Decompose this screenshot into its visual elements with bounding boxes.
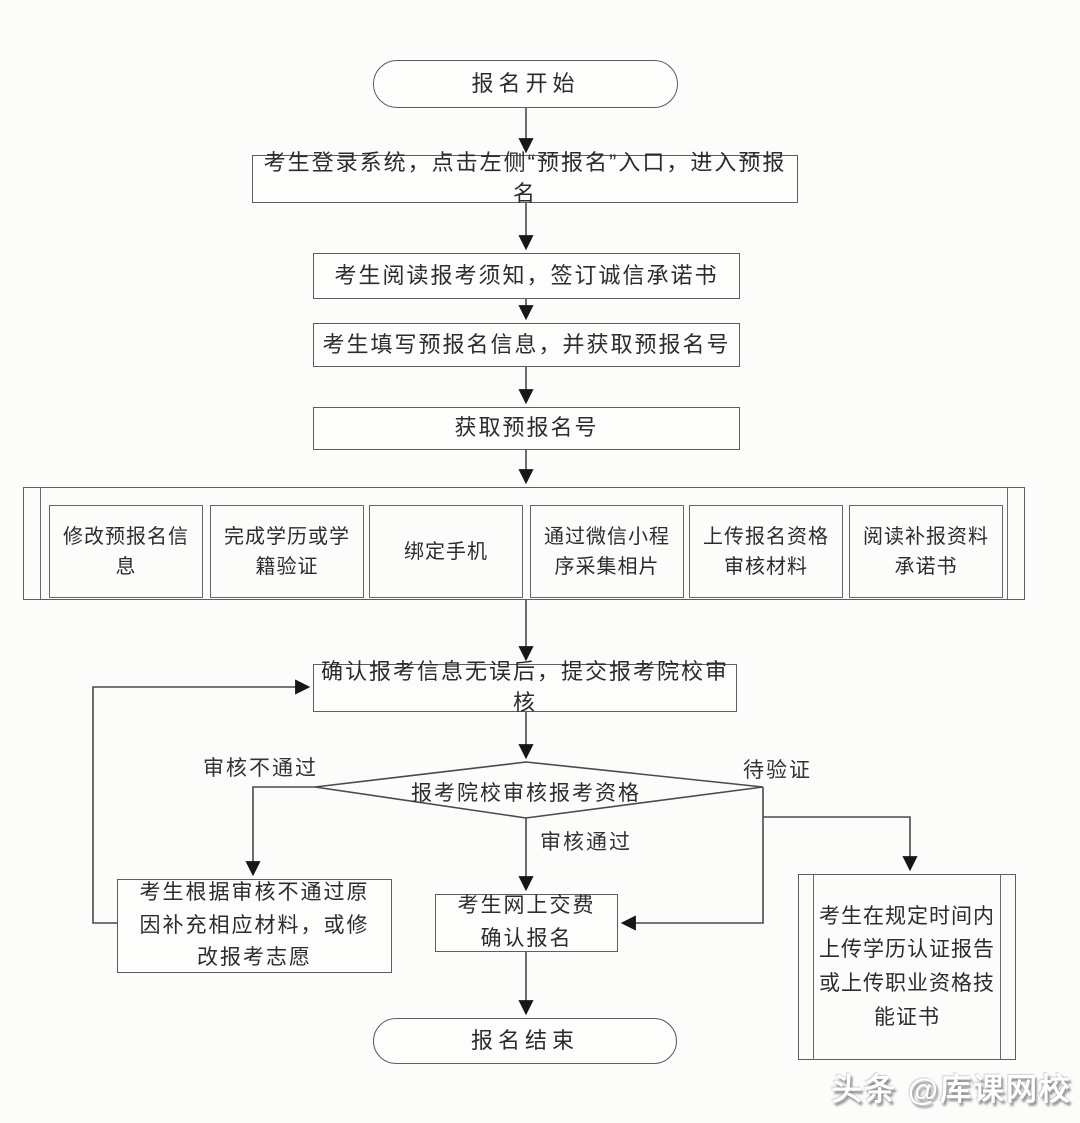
pending-branch-label: 待验证 bbox=[743, 759, 812, 782]
fail-fix-node: 考生根据审核不通过原因补充相应材料，或修改报考志愿 bbox=[117, 879, 392, 973]
pay-confirm-node: 考生网上交费 确认报名 bbox=[435, 894, 618, 952]
start-node: 报名开始 bbox=[373, 60, 678, 108]
upload-right-bar bbox=[1000, 875, 1001, 1059]
prereg-number-node: 获取预报名号 bbox=[313, 407, 740, 450]
watermark: 头条 @库课网校 bbox=[831, 1072, 1072, 1107]
notice-step-node: 考生阅读报考须知，签订诚信承诺书 bbox=[313, 253, 740, 299]
fail-branch-label: 审核不通过 bbox=[203, 757, 318, 780]
step-item-wechat-photo: 通过微信小程序采集相片 bbox=[530, 505, 684, 598]
edge-decision-pay-right bbox=[620, 787, 764, 931]
upload-cert-node: 考生在规定时间内上传学历认证报告或上传职业资格技能证书 bbox=[798, 874, 1016, 1060]
upload-left-bar bbox=[813, 875, 814, 1059]
edge-decision-upload bbox=[763, 816, 918, 872]
edge-decision-failfix bbox=[245, 786, 315, 877]
step-item-modify-info: 修改预报名信息 bbox=[49, 505, 203, 598]
prereg-info-node: 考生填写预报名信息，并获取预报名号 bbox=[313, 323, 740, 367]
login-step-node: 考生登录系统，点击左侧“预报名”入口，进入预报名 bbox=[252, 150, 798, 206]
pass-branch-label: 审核通过 bbox=[540, 831, 632, 854]
step-item-upload-materials: 上传报名资格审核材料 bbox=[689, 505, 843, 598]
confirm-submit-node: 确认报考信息无误后，提交报考院校审核 bbox=[313, 659, 737, 715]
step-item-bind-phone: 绑定手机 bbox=[369, 505, 523, 598]
container-right-bar bbox=[1007, 488, 1008, 599]
end-node: 报名结束 bbox=[373, 1018, 677, 1064]
review-decision-label: 报考院校审核报考资格 bbox=[411, 782, 641, 805]
upload-cert-text: 考生在规定时间内上传学历认证报告或上传职业资格技能证书 bbox=[819, 904, 995, 1029]
parallel-steps-container: 修改预报名信息 完成学历或学籍验证 绑定手机 通过微信小程序采集相片 上传报名资… bbox=[23, 487, 1025, 600]
step-item-read-promise: 阅读补报资料承诺书 bbox=[849, 505, 1003, 598]
container-left-bar bbox=[40, 488, 41, 599]
step-item-verify-education: 完成学历或学籍验证 bbox=[210, 505, 364, 598]
